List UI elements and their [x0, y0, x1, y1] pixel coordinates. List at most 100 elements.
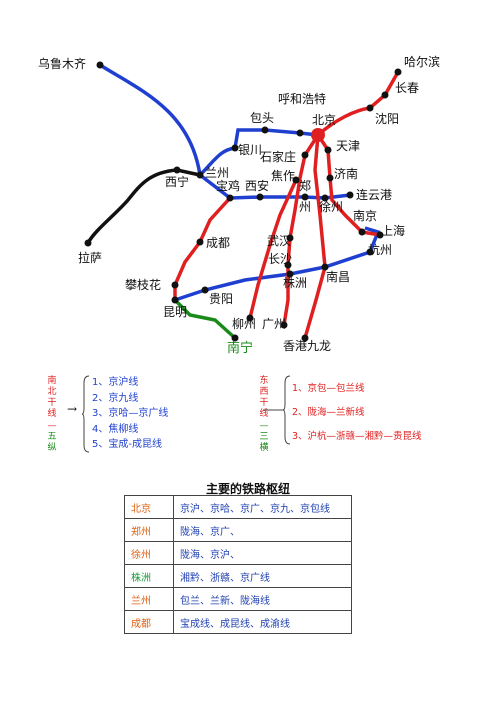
jiaoliu-line — [248, 179, 298, 319]
hub-row: 株洲湘黔、浙赣、京广线 — [124, 564, 352, 588]
city-dot — [326, 174, 334, 182]
ns-dash: — — [47, 421, 57, 431]
nankun-line — [173, 298, 237, 340]
hubs-title: 主要的铁路枢纽 — [205, 482, 290, 496]
city-dot — [256, 193, 264, 201]
ns-line-item: 3、京哈—京广线 — [92, 408, 169, 419]
city-dot — [284, 261, 292, 269]
baolan-line — [198, 128, 319, 177]
label-kunming: 昆明 — [163, 305, 187, 319]
ns-brace — [82, 375, 90, 453]
label-nanjing: 南京 — [353, 208, 377, 223]
label-wuhan: 武汉 — [267, 234, 291, 248]
longhai-line — [198, 173, 351, 200]
ns-line-list: 1、京沪线 2、京九线 3、京哈—京广线 4、焦柳线 5、宝成-成昆线 — [92, 375, 168, 453]
hub-name: 北京 — [124, 495, 174, 519]
jingjiu-line — [303, 134, 327, 339]
city-dot — [366, 104, 374, 112]
hub-name: 成都 — [124, 610, 174, 634]
label-shanghai: 上海 — [381, 223, 405, 238]
ew-brace — [283, 375, 291, 445]
city-dot — [171, 281, 179, 289]
hub-row: 成都宝成线、成昆线、成渝线 — [124, 610, 352, 634]
city-dot — [226, 194, 234, 202]
hub-lines: 京沪、京哈、京广、京九、京包线 — [173, 495, 352, 519]
label-nanning: 南宁 — [227, 340, 253, 356]
city-dot — [321, 194, 329, 202]
city-dot — [231, 144, 239, 152]
city-dot — [301, 151, 309, 159]
ew-line-item: 1、京包—包兰线 — [292, 383, 365, 394]
label-yinchuan: 银川 — [238, 143, 262, 157]
city-dot — [301, 334, 309, 342]
city-dot — [381, 91, 389, 99]
city-dot — [366, 248, 374, 256]
city-dot — [171, 296, 179, 304]
ew-line-item: 2、陇海—兰新线 — [292, 407, 365, 418]
label-xining: 西宁 — [165, 174, 189, 189]
hub-lines: 包兰、兰新、陇海线 — [173, 587, 352, 611]
label-zhuzhou: 株洲 — [283, 275, 307, 290]
label-changsha: 长沙 — [268, 252, 292, 266]
city-dot — [286, 270, 294, 278]
city-dot — [286, 234, 294, 242]
label-liuzhou: 柳州 — [232, 317, 256, 331]
hub-lines: 陇海、京广、 — [173, 518, 352, 542]
label-jiaozuo: 焦作 — [271, 169, 295, 183]
ns-line-item: 1、京沪线 — [92, 377, 139, 388]
city-dot — [231, 334, 239, 342]
city-dot — [321, 263, 329, 271]
hub-row: 郑州陇海、京广、 — [124, 518, 352, 542]
hub-lines: 陇海、京沪、 — [173, 541, 352, 565]
ns-sub-label: 五纵 — [47, 432, 57, 453]
city-dot — [196, 238, 204, 246]
city-dot — [346, 191, 354, 199]
label-panzhihua: 攀枝花 — [125, 277, 161, 292]
hub-row: 兰州包兰、兰新、陇海线 — [124, 587, 352, 611]
label-lhasa: 拉萨 — [78, 250, 102, 265]
jingguang-line — [282, 134, 320, 326]
railway-map: 乌鲁木齐 哈尔滨 长春 呼和浩特 包头 北京 沈阳 银川 石家庄 天津 兰州 西… — [38, 54, 440, 356]
hub-lines: 宝成线、成昆线、成渝线 — [173, 610, 352, 634]
hubs-table: 北京京沪、京哈、京广、京九、京包线郑州陇海、京广、徐州陇海、京沪、株洲湘黔、浙赣… — [124, 495, 352, 634]
city-dot — [96, 61, 104, 69]
hub-name: 株洲 — [124, 564, 174, 588]
city-dot — [173, 166, 181, 174]
label-urumqi: 乌鲁木齐 — [38, 56, 86, 71]
ns-line-item: 2、京九线 — [92, 392, 139, 404]
city-dot — [196, 171, 204, 179]
hub-name: 徐州 — [124, 541, 174, 565]
label-chengdu: 成都 — [206, 236, 230, 250]
hub-lines: 湘黔、浙赣、京广线 — [173, 564, 352, 588]
label-hangzhou: 杭州 — [368, 242, 392, 257]
label-zhengzhou: 郑 — [299, 178, 311, 193]
label-xian: 西安 — [245, 178, 269, 193]
label-zhengzhou2: 州 — [299, 200, 311, 214]
ew-trunk-label: 东西干线 — [259, 376, 269, 419]
city-dot — [292, 176, 300, 184]
ns-arrow: → — [67, 402, 78, 416]
hub-name: 兰州 — [124, 587, 174, 611]
beijing-hub-dot — [311, 128, 325, 142]
label-hongkong: 香港九龙 — [283, 339, 331, 353]
ew-line-list: 1、京包—包兰线 2、陇海—兰新线 3、沪杭—浙赣—湘黔—贵昆线 — [292, 377, 422, 449]
label-nanchang: 南昌 — [326, 269, 350, 284]
label-changchun: 长春 — [395, 81, 419, 95]
ns-trunk-label: 南北干线 — [47, 376, 57, 419]
ew-sub-label: 三横 — [259, 432, 269, 453]
city-dot — [261, 126, 269, 134]
label-tianjin: 天津 — [336, 139, 360, 153]
city-dot — [84, 239, 92, 247]
city-dot — [376, 231, 384, 239]
label-hohhot: 呼和浩特 — [278, 91, 326, 106]
city-dot — [201, 286, 209, 294]
label-baotou: 包头 — [250, 111, 274, 125]
label-guiyang: 贵阳 — [209, 292, 233, 306]
city-dot — [358, 228, 366, 236]
city-dot — [296, 129, 304, 137]
label-lanzhou: 兰州 — [205, 166, 229, 180]
label-lianyungang: 连云港 — [356, 187, 392, 202]
city-dot — [246, 314, 254, 322]
label-jinan: 济南 — [334, 166, 358, 181]
label-xuzhou: 徐州 — [319, 199, 343, 214]
